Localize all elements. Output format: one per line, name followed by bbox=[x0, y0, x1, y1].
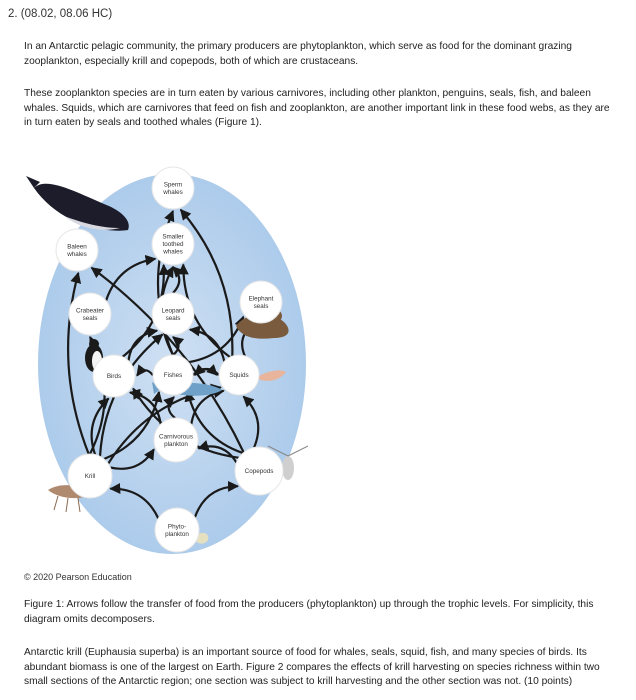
node-birds: Birds bbox=[92, 354, 136, 398]
node-label-birds: Birds bbox=[107, 373, 121, 380]
node-label-phyto: Phyto- bbox=[168, 523, 186, 530]
food-arrow-copepods-to-baleen bbox=[90, 266, 245, 453]
node-label-leopard: seals bbox=[166, 315, 181, 322]
node-label-sperm: whales bbox=[162, 189, 183, 196]
food-arrow-birds-to-leopard bbox=[127, 326, 159, 361]
food-arrow-squids-to-fishes bbox=[194, 364, 220, 376]
node-label-smaller: Smaller bbox=[162, 234, 183, 241]
node-label-krill: Krill bbox=[85, 473, 96, 480]
food-arrow-squids-to-leopard bbox=[188, 325, 226, 362]
node-circle-elephant bbox=[239, 280, 283, 324]
node-label-sperm: Sperm bbox=[164, 181, 183, 188]
node-circle-phyto bbox=[154, 507, 200, 553]
krill-paragraph: Antarctic krill (Euphausia superba) is a… bbox=[24, 647, 600, 688]
node-circle-carnivorous bbox=[153, 417, 199, 463]
food-arrow-copepods-to-squids bbox=[242, 395, 260, 448]
node-label-copepods: Copepods bbox=[245, 468, 274, 475]
food-arrow-phyto-to-copepods bbox=[193, 480, 239, 518]
node-circle-squids bbox=[218, 354, 260, 396]
node-label-crabeater: Crabeater bbox=[76, 307, 104, 314]
food-arrow-phyto-to-krill bbox=[109, 482, 160, 519]
node-label-smaller: toothed bbox=[162, 241, 184, 248]
copepod-illustration bbox=[267, 445, 309, 480]
food-arrow-copepods-to-fishes bbox=[184, 390, 244, 455]
food-web-diagram: SpermwhalesSmallertoothedwhalesBaleenwha… bbox=[26, 166, 309, 554]
figure-caption: Figure 1: Arrows follow the transfer of … bbox=[24, 599, 594, 625]
food-arrow-krill-to-birds bbox=[90, 397, 110, 455]
node-fishes: Fishes bbox=[152, 354, 194, 396]
node-squids: Squids bbox=[218, 354, 260, 396]
node-label-elephant: Elephant bbox=[249, 295, 274, 302]
node-label-fishes: Fishes bbox=[164, 372, 183, 379]
node-circle-birds bbox=[92, 354, 136, 398]
node-label-squids: Squids bbox=[229, 372, 248, 379]
node-label-baleen: Baleen bbox=[67, 243, 87, 250]
food-arrow-carnivorous-to-fishes bbox=[163, 396, 176, 419]
food-arrow-krill-to-carnivorous bbox=[110, 448, 155, 470]
node-label-baleen: whales bbox=[66, 251, 87, 258]
node-circle-copepods bbox=[234, 446, 284, 496]
node-label-carnivorous: Carnivorous bbox=[159, 433, 193, 440]
food-arrow-leopard-to-smaller bbox=[172, 266, 184, 294]
node-circle-fishes bbox=[152, 354, 194, 396]
copyright-notice: © 2020 Pearson Education bbox=[24, 572, 132, 582]
node-circle-baleen bbox=[55, 228, 99, 272]
node-phyto: Phyto-plankton bbox=[154, 507, 200, 553]
intro-paragraph: In an Antarctic pelagic community, the p… bbox=[24, 41, 572, 67]
food-arrow-fishes-to-birds bbox=[136, 364, 154, 377]
whale-illustration bbox=[26, 176, 129, 231]
node-circle-leopard bbox=[151, 292, 195, 336]
food-arrow-carnivorous-to-squids bbox=[190, 387, 225, 425]
node-circle-sperm bbox=[151, 166, 195, 210]
node-circle-smaller bbox=[151, 222, 195, 266]
food-arrow-crabeater-to-smaller bbox=[105, 254, 157, 301]
predators-paragraph: These zooplankton species are in turn ea… bbox=[24, 88, 610, 129]
node-circle-krill bbox=[67, 453, 113, 499]
node-krill: Krill bbox=[67, 453, 113, 499]
node-label-phyto: plankton bbox=[165, 531, 189, 538]
node-circle-crabeater bbox=[68, 292, 112, 336]
food-arrow-squids-to-sperm bbox=[179, 208, 234, 357]
food-web-nodes: SpermwhalesSmallertoothedwhalesBaleenwha… bbox=[55, 166, 284, 553]
node-label-carnivorous: plankton bbox=[164, 441, 188, 448]
node-label-leopard: Leopard bbox=[161, 307, 185, 314]
node-copepods: Copepods bbox=[234, 446, 284, 496]
node-label-crabeater: seals bbox=[83, 315, 98, 322]
node-label-smaller: whales bbox=[162, 249, 183, 256]
food-arrow-krill-to-baleen bbox=[67, 271, 90, 455]
node-label-elephant: seals bbox=[254, 303, 269, 310]
food-arrow-fishes-to-leopard bbox=[172, 336, 185, 356]
food-arrow-carnivorous-to-birds bbox=[128, 388, 162, 425]
question-number: 2. (08.02, 08.06 HC) bbox=[8, 8, 113, 20]
